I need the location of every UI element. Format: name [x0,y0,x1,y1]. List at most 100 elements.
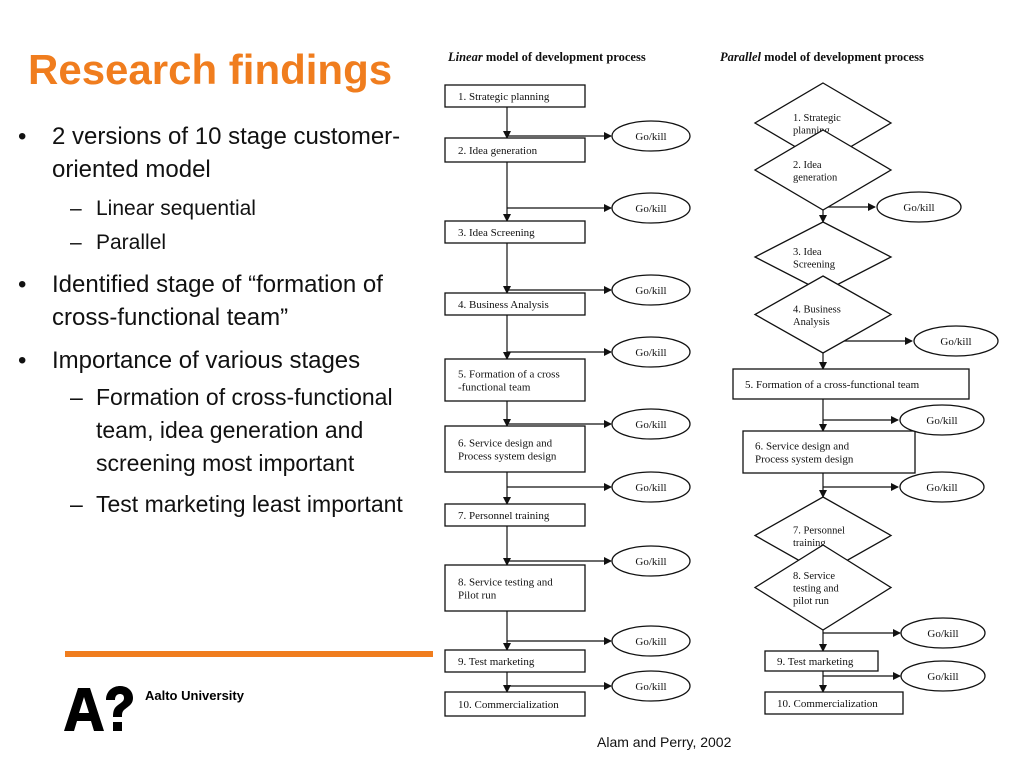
flow-arrows [503,107,913,693]
parallel-stage-box [732,368,970,400]
bullet-dot: • [18,123,27,150]
parallel-stage-diamond [753,544,893,631]
go-kill-gate [611,192,691,224]
orange-divider [65,651,433,657]
bullet-text: 2 versions of 10 stage customer-oriented… [52,123,401,183]
go-kill-gate [611,545,691,577]
go-kill-label: Go/kill [635,636,666,648]
linear-stage-box [444,358,586,402]
linear-stage-box [444,691,586,717]
go-kill-label: Go/kill [635,347,666,359]
go-kill-label: Go/kill [903,202,934,214]
go-kill-label: Go/kill [926,415,957,427]
stage-label: 10. Commercialization [777,698,878,710]
sub-bullet-dash: – [70,491,83,517]
parallel-stage-diamond [753,129,893,211]
go-kill-label: Go/kill [635,482,666,494]
sub-bullet-item: – Linear sequential [18,192,428,226]
go-kill-label: Go/kill [635,203,666,215]
stage-label: 3. Idea Screening [458,227,535,239]
sub-bullet-dash: – [70,231,82,254]
sub-bullet-dash: – [70,197,82,220]
go-kill-label: Go/kill [635,285,666,297]
go-kill-label: Go/kill [635,131,666,143]
sub-bullet-item: – Test marketing least important [18,488,428,521]
bullet-dot: • [18,271,27,298]
go-kill-label: Go/kill [635,419,666,431]
stage-label: 9. Test marketing [777,656,854,668]
linear-model-title: Linear model of development process [447,50,646,64]
flowchart-diagram: Linear model of development process Para… [444,50,999,717]
go-kill-gate [913,325,999,357]
go-kill-gate [900,617,986,649]
go-kill-gate [899,404,985,436]
go-kill-label: Go/kill [927,671,958,683]
aalto-logo-icon [64,686,133,731]
linear-stage-box [444,220,586,244]
linear-stage-box [444,503,586,527]
linear-stage-box [444,649,586,673]
linear-stage-box [444,425,586,473]
sub-bullet-item: – Parallel [18,226,428,260]
go-kill-gate [611,670,691,702]
linear-stage-box [444,564,586,612]
bullet-list: • 2 versions of 10 stage customer-orient… [18,120,428,529]
sub-bullet-text: Parallel [96,231,167,254]
citation: Alam and Perry, 2002 [597,734,732,750]
parallel-stage-box [764,691,904,715]
linear-stage-box [444,137,586,163]
stage-label: 7. Personnel training [458,510,550,522]
sub-bullet-group: – Formation of cross-functional team, id… [18,381,428,521]
slide-title: Research findings [28,46,393,93]
go-kill-gate [876,191,962,223]
sub-bullet-text: Test marketing least important [96,491,403,517]
sub-bullet-text: Formation of cross-functional team, idea… [96,384,393,476]
parallel-model-title: Parallel model of development process [720,50,924,64]
go-kill-gate [611,625,691,657]
sub-bullet-dash: – [70,384,83,410]
stage-label: 10. Commercialization [458,699,559,711]
go-kill-gate [611,408,691,440]
bullet-text: Identified stage of “formation of cross-… [52,271,383,331]
stage-label: 1. Strategic planning [458,91,550,103]
logo-text: Aalto University [145,688,244,703]
go-kill-label: Go/kill [635,681,666,693]
bullet-item: • 2 versions of 10 stage customer-orient… [18,120,428,186]
linear-stage-box [444,84,586,108]
bullet-dot: • [18,347,27,374]
stage-label: 5. Formation of a cross-functional team [458,369,560,394]
stage-label: 2. Idea generation [458,145,538,157]
go-kill-gate [611,120,691,152]
go-kill-label: Go/kill [927,628,958,640]
linear-stage-box [444,292,586,316]
go-kill-gate [899,471,985,503]
stage-label: 4. Business Analysis [458,299,549,311]
sub-bullet-item: – Formation of cross-functional team, id… [18,381,428,480]
stage-label: 5. Formation of a cross-functional team [745,379,920,391]
go-kill-gate [900,660,986,692]
bullet-item: • Importance of various stages [18,344,428,377]
sub-bullet-text: Linear sequential [96,197,256,220]
sub-bullet-group: – Linear sequential – Parallel [18,192,428,260]
go-kill-gate [611,274,691,306]
stage-label: 9. Test marketing [458,656,535,668]
parallel-stage-diamond [753,275,893,354]
bullet-text: Importance of various stages [52,347,361,374]
bullet-item: • Identified stage of “formation of cros… [18,268,428,334]
go-kill-label: Go/kill [926,482,957,494]
go-kill-gate [611,336,691,368]
go-kill-label: Go/kill [940,336,971,348]
go-kill-label: Go/kill [635,556,666,568]
parallel-stage-box [742,430,916,474]
parallel-stage-box [764,650,879,672]
